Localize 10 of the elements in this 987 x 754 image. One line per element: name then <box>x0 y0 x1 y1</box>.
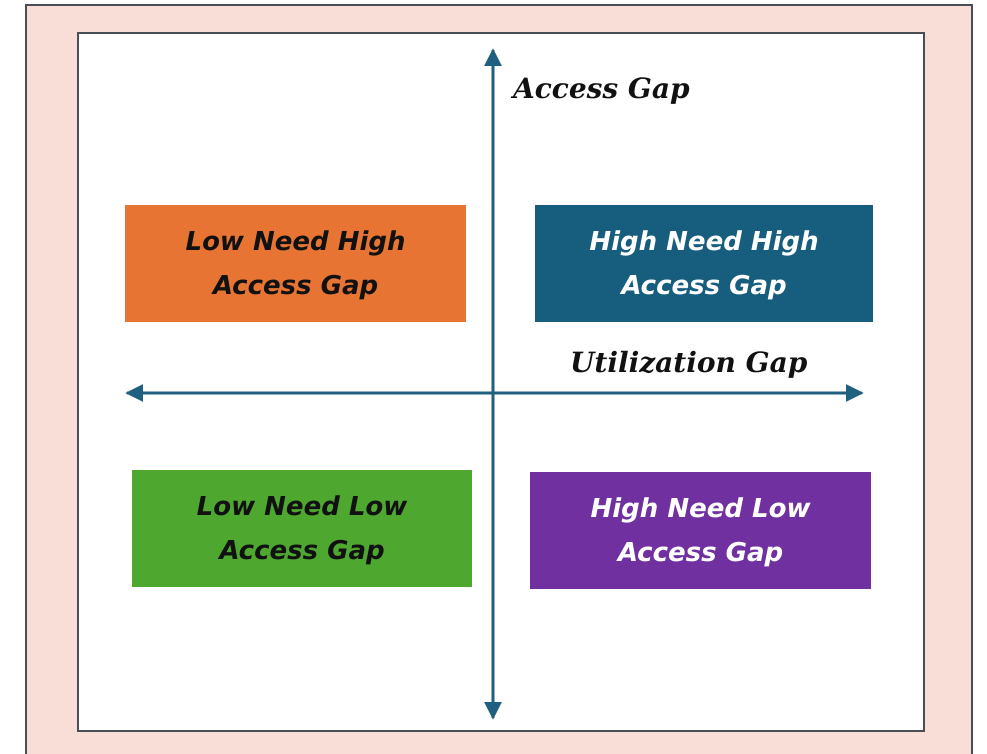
quadrant-label: Low Need Low Access Gap <box>196 490 408 568</box>
quadrant-box <box>132 470 472 587</box>
axis-label: Access Gap <box>513 72 690 105</box>
quadrant-label: High Need Low Access Gap <box>590 492 812 570</box>
quadrant-label: High Need High Access Gap <box>588 226 820 302</box>
quadrant-box <box>530 472 871 589</box>
quadrant-label: Low Need High Access Gap <box>184 226 406 302</box>
quadrant-box <box>125 205 466 322</box>
quadrant-box <box>535 205 873 322</box>
axis-label: Utilization Gap <box>570 346 808 379</box>
